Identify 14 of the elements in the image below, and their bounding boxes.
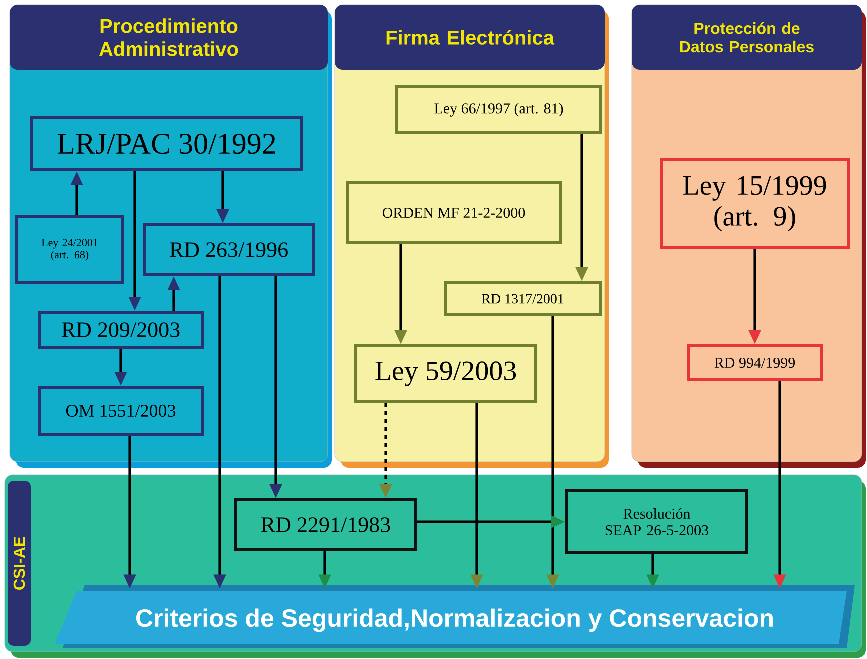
law-box: Ley 59/2003 (354, 344, 538, 404)
law-box: Ley 15/1999 (art. 9) (660, 158, 850, 250)
law-box: RD 263/1996 (143, 224, 315, 276)
law-box: RD 209/2003 (38, 311, 204, 349)
law-box: Ley 66/1997 (art. 81) (396, 86, 602, 134)
law-box: RD 2291/1983 (234, 498, 418, 552)
law-box: Ley 24/2001 (art. 68) (16, 216, 124, 284)
law-box: OM 1551/2003 (38, 386, 204, 436)
title-band: Criterios de Seguridad,Normalizacion y Conservacion (55, 585, 855, 648)
law-box: RD 994/1999 (687, 344, 823, 382)
law-box: LRJ/PAC 30/1992 (30, 116, 304, 172)
law-box: Resolución SEAP 26-5-2003 (566, 490, 748, 554)
law-box: ORDEN MF 21-2-2000 (346, 182, 562, 244)
law-box: RD 1317/2001 (444, 282, 602, 316)
